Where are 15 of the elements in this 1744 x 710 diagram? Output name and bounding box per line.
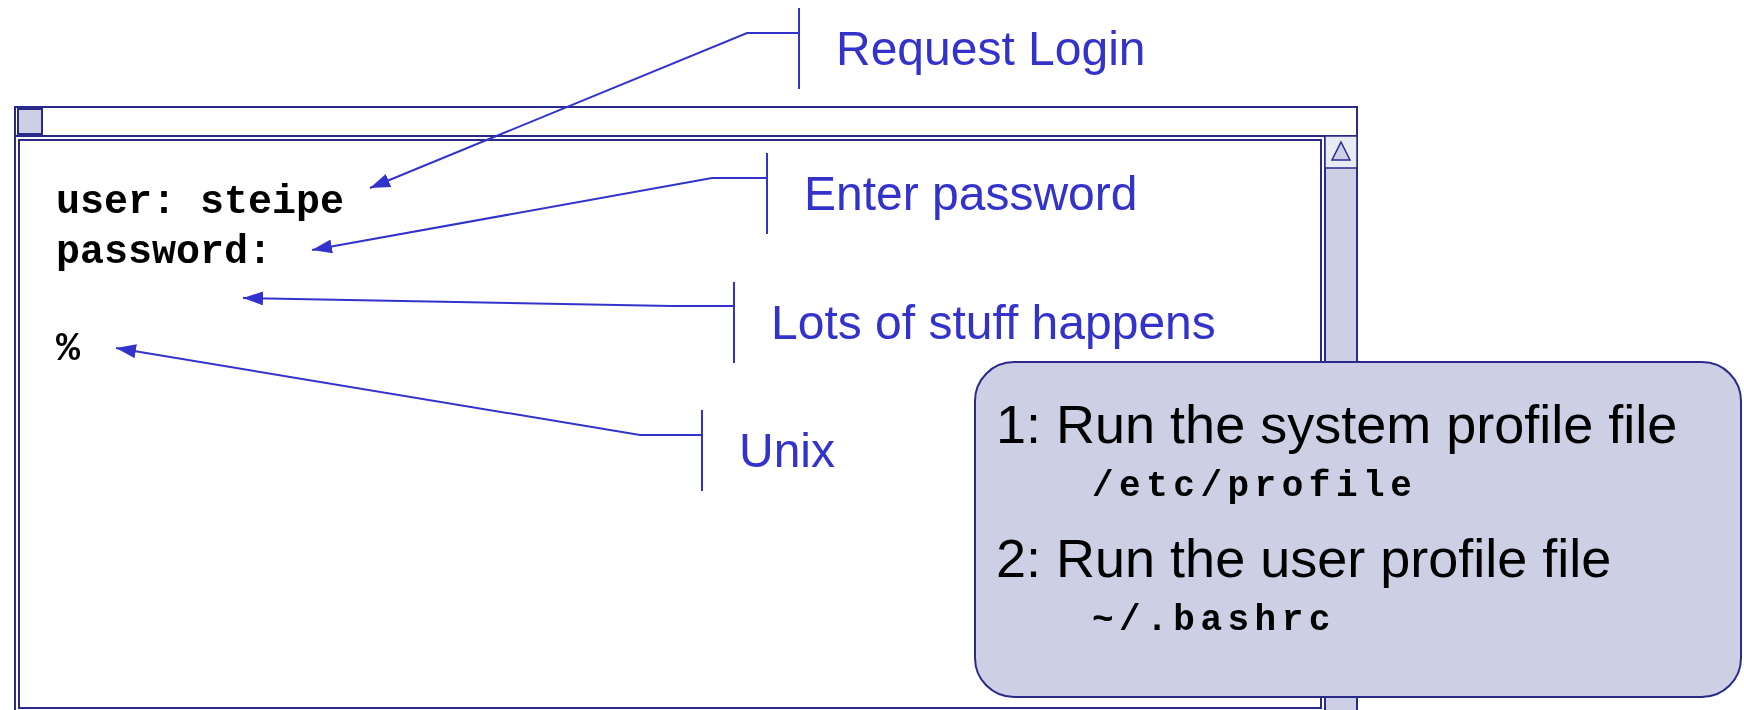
file-path: /etc/profile xyxy=(1091,465,1419,509)
callout-label: Unix xyxy=(739,423,836,478)
leader-arrow xyxy=(311,177,767,254)
leader-arrow xyxy=(242,291,734,307)
leader-arrow xyxy=(369,32,799,189)
leader-arrow xyxy=(115,344,702,436)
terminal-prompt: % xyxy=(56,330,81,370)
terminal-line: password: xyxy=(56,233,274,273)
terminal-line: user: steipe xyxy=(56,183,346,223)
note-text: 1: Run the system profile file xyxy=(996,393,1679,455)
callout-label: Lots of stuff happens xyxy=(771,295,1216,350)
callout-label: Enter password xyxy=(804,166,1138,221)
note-text: 2: Run the user profile file xyxy=(996,527,1613,589)
callout-label: Request Login xyxy=(836,21,1146,76)
file-path: ~/.bashrc xyxy=(1091,599,1337,643)
